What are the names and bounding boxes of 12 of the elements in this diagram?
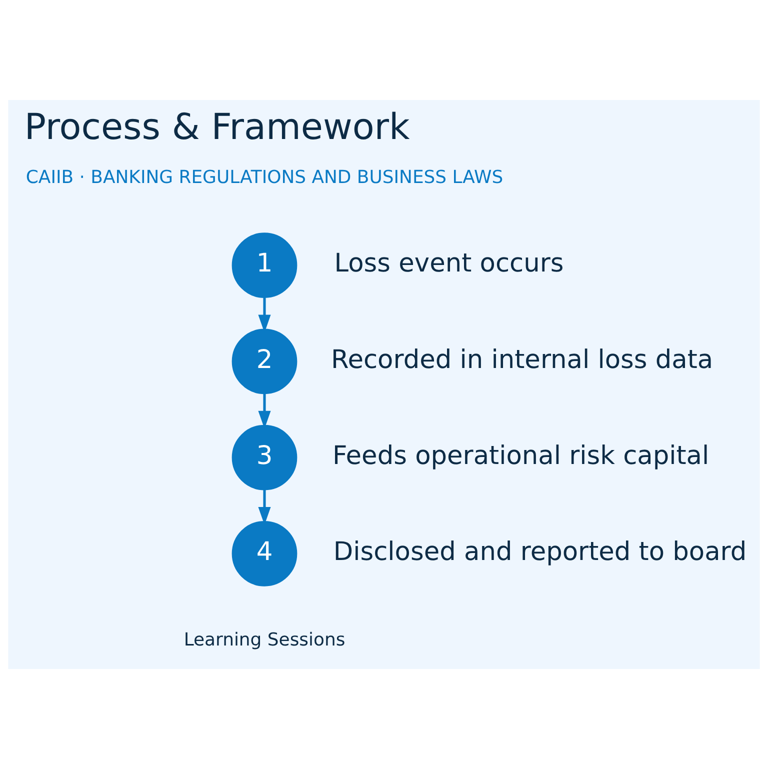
node-label: Feeds operational risk capital — [332, 440, 710, 470]
node-circle: 3 — [232, 424, 298, 490]
diagram-title: Process & Framework — [24, 106, 410, 148]
label: Learning Sessions — [184, 629, 346, 650]
label: CAIIB · BANKING REGULATIONS AND BUSINESS LAWS — [26, 166, 504, 188]
arrow — [258, 489, 271, 524]
node-label: Loss event occurs — [334, 248, 564, 278]
node-label: Recorded in internal loss data — [331, 344, 714, 374]
node-circle: 2 — [232, 328, 298, 394]
node-circle: 4 — [232, 520, 298, 586]
node-label: Disclosed and reported to board — [333, 536, 747, 567]
node-circle: 1 — [232, 232, 298, 298]
